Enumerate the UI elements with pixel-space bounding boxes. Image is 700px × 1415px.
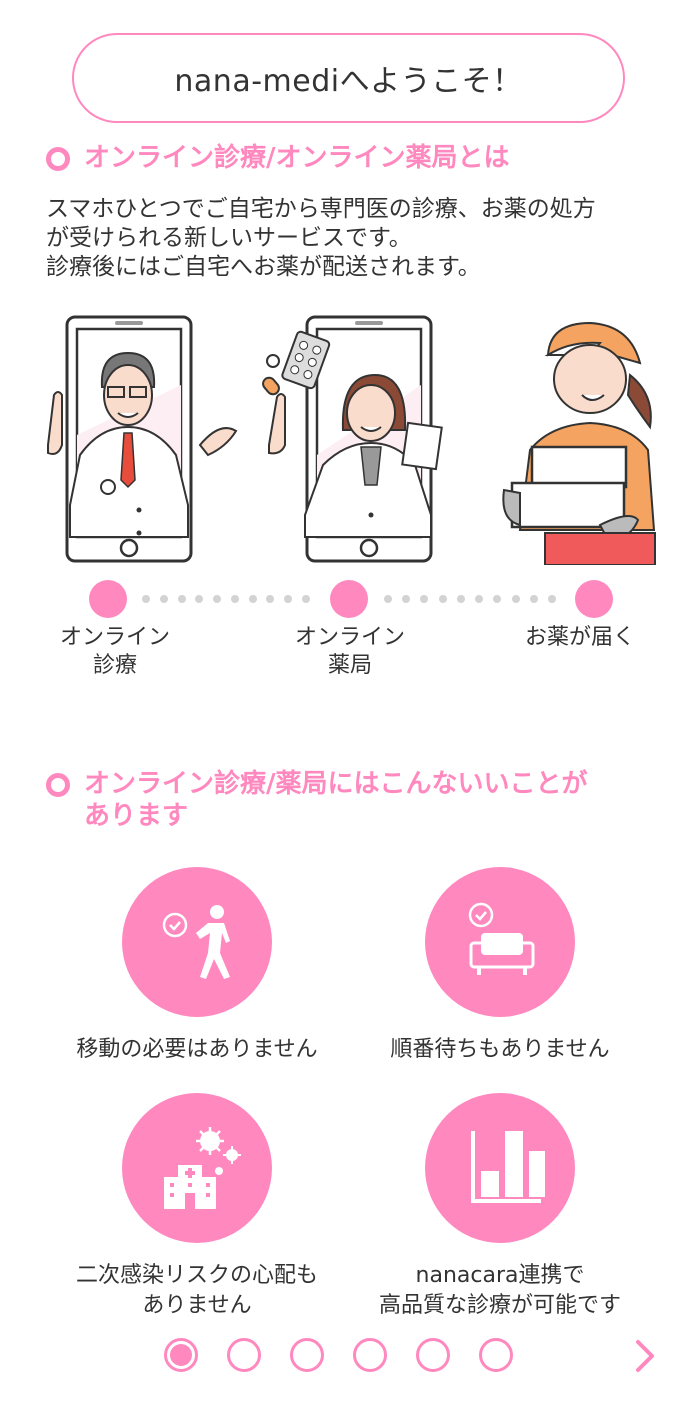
benefits-heading: オンライン診療/薬局にはこんないいことが あります bbox=[46, 768, 644, 832]
welcome-title-pill: nana-mediへようこそ！ bbox=[72, 33, 625, 123]
benefit-no-infection-risk: 二次感染リスクの心配も ありません bbox=[47, 1093, 347, 1321]
benefits-heading-line2: あります bbox=[84, 801, 189, 831]
ring-bullet-icon bbox=[46, 147, 70, 171]
benefit-nanacara-integration: nanacara連携で 高品質な診療が可能です bbox=[350, 1093, 650, 1321]
about-line: が受けられる新しいサービスです。 bbox=[46, 225, 412, 251]
about-line: スマホひとつでご自宅から専門医の診療、お薬の処方 bbox=[46, 196, 596, 222]
step-dot-2 bbox=[330, 580, 368, 618]
step-label-online-pharmacy: オンライン 薬局 bbox=[294, 625, 405, 678]
page-dot-5[interactable] bbox=[416, 1338, 450, 1372]
hospital-virus-icon bbox=[122, 1093, 272, 1243]
page-dot-1[interactable] bbox=[164, 1338, 198, 1372]
about-heading: オンライン診療/オンライン薬局とは bbox=[46, 142, 644, 174]
welcome-title: nana-mediへようこそ！ bbox=[174, 64, 523, 99]
about-heading-text: オンライン診療/オンライン薬局とは bbox=[84, 143, 510, 173]
delivery-illustration bbox=[490, 315, 690, 565]
benefit-no-waiting: 順番待ちもありません bbox=[350, 867, 650, 1065]
step-label-delivery: お薬が届く bbox=[524, 625, 635, 650]
ring-bullet-icon bbox=[46, 773, 70, 797]
step-connector bbox=[384, 595, 556, 603]
page-dot-3[interactable] bbox=[290, 1338, 324, 1372]
bar-chart-icon bbox=[425, 1093, 575, 1243]
service-flow: オンライン 診療 オンライン 薬局 お薬が届く bbox=[0, 580, 700, 700]
page-dot-4[interactable] bbox=[353, 1338, 387, 1372]
step-dot-1 bbox=[89, 580, 127, 618]
benefits-heading-line1: オンライン診療/薬局にはこんないいことが bbox=[84, 769, 588, 799]
step-connector bbox=[142, 595, 310, 603]
about-description: スマホひとつでご自宅から専門医の診療、お薬の処方 が受けられる新しいサービスです… bbox=[46, 195, 676, 282]
sofa-clock-icon bbox=[425, 867, 575, 1017]
step-label-online-consultation: オンライン 診療 bbox=[59, 625, 170, 678]
walking-person-clock-icon bbox=[122, 867, 272, 1017]
pharmacist-illustration bbox=[255, 315, 455, 565]
about-line: 診療後にはご自宅へお薬が配送されます。 bbox=[46, 254, 481, 280]
carousel-pagination bbox=[164, 1338, 513, 1372]
benefit-no-travel: 移動の必要はありません bbox=[47, 867, 347, 1065]
step-dot-3 bbox=[575, 580, 613, 618]
doctor-illustration bbox=[40, 315, 240, 565]
page-dot-2[interactable] bbox=[227, 1338, 261, 1372]
next-page-button[interactable] bbox=[630, 1336, 660, 1376]
chevron-right-icon bbox=[636, 1340, 654, 1372]
page-dot-6[interactable] bbox=[479, 1338, 513, 1372]
